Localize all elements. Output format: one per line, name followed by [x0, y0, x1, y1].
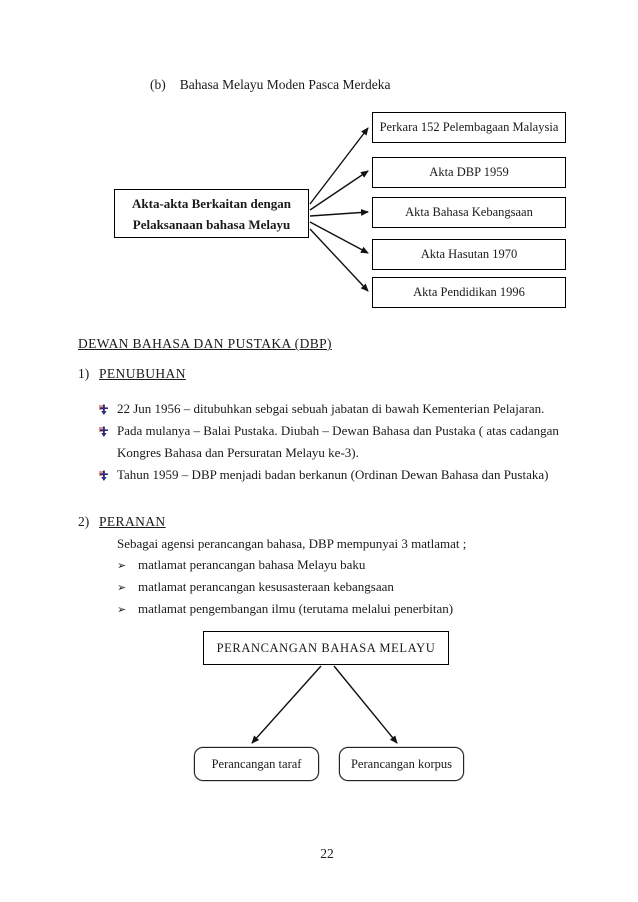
- acts-target-label: Akta Hasutan 1970: [420, 247, 518, 261]
- page-title: (b) Bahasa Melayu Moden Pasca Merdeka: [150, 77, 390, 93]
- acts-target-label: Akta Pendidikan 1996: [413, 285, 525, 299]
- page-number: 22: [320, 846, 334, 861]
- down-arrow-bullet-icon: [99, 404, 108, 415]
- arrowhead-bullet-icon: ➢: [117, 603, 127, 616]
- item2-number: 2): [78, 514, 90, 529]
- item1-number: 1): [78, 366, 90, 381]
- peranan-intro: Sebagai agensi perancangan bahasa, DBP m…: [117, 536, 467, 551]
- acts-target-label: Perkara 152 Pelembagaan Malaysia: [379, 120, 559, 134]
- item1-title: PENUBUHAN: [99, 366, 186, 381]
- bullet-line: 22 Jun 1956 – ditubuhkan sebgai sebuah j…: [117, 401, 545, 416]
- dbp-heading: DEWAN BAHASA DAN PUSTAKA (DBP): [78, 336, 332, 351]
- bullet-line-continuation: Kongres Bahasa dan Persuratan Melayu ke-…: [117, 445, 359, 460]
- matlamat-text: matlamat perancangan bahasa Melayu baku: [138, 557, 366, 572]
- acts-target-box: Akta Bahasa Kebangsaan: [372, 197, 566, 228]
- bullet-line: Tahun 1959 – DBP menjadi badan berkanun …: [117, 467, 549, 482]
- acts-target-box: Perkara 152 Pelembagaan Malaysia: [372, 112, 566, 143]
- section-label: (b): [150, 77, 166, 92]
- matlamat-item: ➢ matlamat pengembangan ilmu (terutama me…: [117, 601, 453, 617]
- arrowhead-bullet-icon: ➢: [117, 581, 127, 594]
- planning-root-label: PERANCANGAN BAHASA MELAYU: [216, 640, 436, 655]
- arrowhead-bullet-icon: ➢: [117, 559, 127, 572]
- acts-target-label: Akta DBP 1959: [429, 165, 509, 179]
- matlamat-item: ➢ matlamat perancangan bahasa Melayu baku: [117, 557, 365, 573]
- planning-child-label: Perancangan korpus: [350, 756, 452, 771]
- matlamat-item: ➢ matlamat perancangan kesusasteraan keba…: [117, 579, 394, 595]
- acts-source-box: Akta-akta Berkaitan dengan Pelaksanaan b…: [114, 189, 309, 238]
- acts-target-box: Akta Pendidikan 1996: [372, 277, 566, 308]
- acts-target-box: Akta Hasutan 1970: [372, 239, 566, 270]
- planning-child-box: Perancangan korpus: [339, 747, 464, 781]
- planning-child-label: Perancangan taraf: [211, 756, 302, 771]
- matlamat-text: matlamat perancangan kesusasteraan keban…: [138, 579, 394, 594]
- acts-source-line1: Akta-akta Berkaitan dengan: [132, 195, 291, 211]
- acts-target-label: Akta Bahasa Kebangsaan: [405, 205, 533, 219]
- planning-root-box: PERANCANGAN BAHASA MELAYU: [203, 631, 449, 665]
- planning-child-box: Perancangan taraf: [194, 747, 319, 781]
- section-title-text: Bahasa Melayu Moden Pasca Merdeka: [179, 77, 391, 92]
- bullet-line: Pada mulanya – Balai Pustaka. Diubah – D…: [117, 423, 559, 438]
- matlamat-text: matlamat pengembangan ilmu (terutama mel…: [138, 601, 454, 616]
- item2-title: PERANAN: [99, 514, 166, 529]
- down-arrow-bullet-icon: [99, 426, 108, 437]
- acts-source-line2: Pelaksanaan bahasa Melayu: [132, 216, 291, 232]
- acts-target-box: Akta DBP 1959: [372, 157, 566, 188]
- down-arrow-bullet-icon: [99, 470, 108, 481]
